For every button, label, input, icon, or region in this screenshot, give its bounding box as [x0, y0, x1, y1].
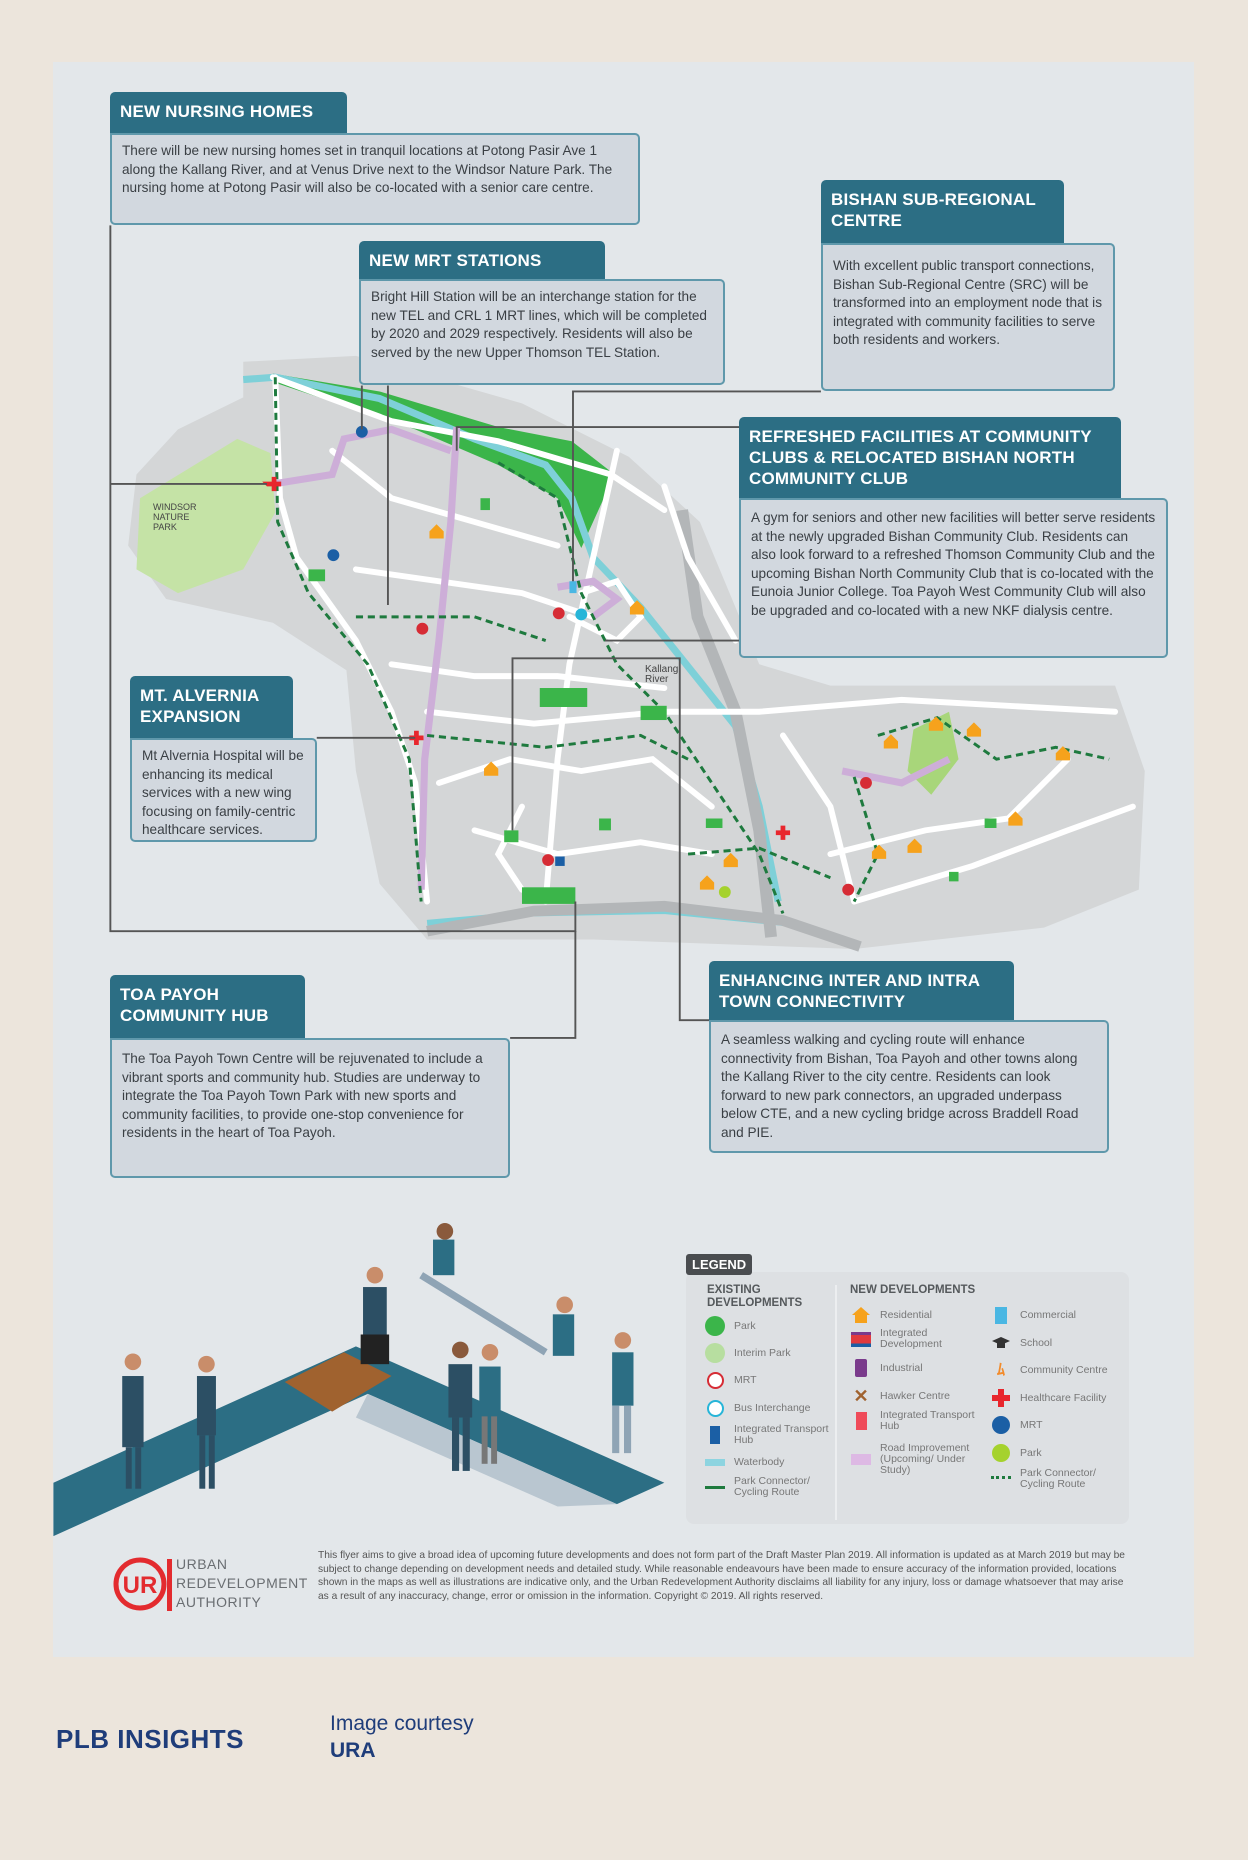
- legend-item-residential: Residential: [850, 1305, 980, 1325]
- callout-text-community-clubs: A gym for seniors and other new faciliti…: [739, 498, 1168, 658]
- transport-hub-icon: [704, 1425, 726, 1445]
- park-connector-line-icon: [704, 1477, 726, 1497]
- integrated-development-icon: [850, 1329, 872, 1349]
- waterbody-icon: [704, 1452, 726, 1472]
- callout-text-nursing-homes: There will be new nursing homes set in t…: [110, 133, 640, 225]
- callout-text-toa-payoh-hub: The Toa Payoh Town Centre will be rejuve…: [110, 1038, 510, 1178]
- legend-item-integrated-development: Integrated Development: [850, 1328, 980, 1350]
- legend-item-healthcare: Healthcare Facility: [990, 1388, 1120, 1408]
- legend-item-mrt: MRT: [704, 1370, 829, 1390]
- legend-title: LEGEND: [686, 1254, 753, 1275]
- plb-insights-logo: PLB INSIGHTS: [56, 1724, 245, 1754]
- callout-text-mt-alvernia: Mt Alvernia Hospital will be enhancing i…: [130, 738, 317, 842]
- legend-item-road-improvement: Road Improvement (Upcoming/ Under Study): [850, 1443, 980, 1476]
- legend-item-bus-interchange: Bus Interchange: [704, 1398, 829, 1418]
- red-cross-icon: [990, 1388, 1012, 1408]
- ura-logo-line: REDEVELOPMENT: [176, 1575, 308, 1591]
- legend-item-park: Park: [704, 1316, 829, 1336]
- map-label-windsor: WINDSOR NATURE PARK: [153, 502, 197, 532]
- courtesy-label: Image courtesy: [330, 1712, 474, 1735]
- dotted-line-icon: [990, 1469, 1012, 1489]
- disclaimer-text: This flyer aims to give a broad idea of …: [318, 1550, 1125, 1602]
- callout-title-bishan-src: BISHAN SUB-REGIONAL CENTRE: [821, 180, 1064, 243]
- legend-item-waterbody: Waterbody: [704, 1452, 829, 1472]
- road-improvement-icon: [850, 1450, 872, 1470]
- image-courtesy: Image courtesy URA: [330, 1710, 474, 1764]
- legend-item-school: School: [990, 1333, 1120, 1353]
- park-icon: [704, 1316, 726, 1336]
- legend-item-park-connector: Park Connector/ Cycling Route: [704, 1476, 829, 1498]
- transport-hub-icon: [850, 1411, 872, 1431]
- ura-emblem-icon: UR: [113, 1557, 172, 1611]
- callout-text-bishan-src: With excellent public transport connecti…: [821, 243, 1115, 391]
- legend-item-hawker-centre: ✕Hawker Centre: [850, 1386, 980, 1406]
- house-icon: [850, 1305, 872, 1325]
- callout-title-nursing-homes: NEW NURSING HOMES: [110, 92, 347, 133]
- legend-item-industrial: Industrial: [850, 1358, 980, 1378]
- legend-panel: [686, 1272, 1129, 1524]
- legend-item-new-park: Park: [990, 1443, 1120, 1463]
- tree-icon: [990, 1443, 1012, 1463]
- svg-text:UR: UR: [123, 1572, 158, 1599]
- legend-existing-heading: EXISTING DEVELOPMENTS: [707, 1284, 803, 1309]
- building-icon: [990, 1305, 1012, 1325]
- legend-item-integrated-transport-hub: Integrated Transport Hub: [704, 1424, 829, 1446]
- bus-interchange-icon: [704, 1398, 726, 1418]
- legend-item-interim-park: Interim Park: [704, 1343, 829, 1363]
- legend-item-commercial: Commercial: [990, 1305, 1120, 1325]
- industrial-icon: [850, 1358, 872, 1378]
- callout-title-mt-alvernia: MT. ALVERNIA EXPANSION: [130, 676, 293, 738]
- legend-divider: [835, 1285, 837, 1520]
- callout-title-toa-payoh-hub: TOA PAYOH COMMUNITY HUB: [110, 975, 305, 1038]
- callout-title-mrt-stations: NEW MRT STATIONS: [359, 241, 605, 279]
- graduation-cap-icon: [990, 1333, 1012, 1353]
- ura-logo-line: AUTHORITY: [176, 1594, 262, 1610]
- family-icon: ﾑ: [996, 1361, 1005, 1379]
- ura-logo-line: URBAN: [176, 1556, 228, 1572]
- callout-text-connectivity: A seamless walking and cycling route wil…: [709, 1020, 1109, 1153]
- mrt-icon: [990, 1415, 1012, 1435]
- interim-park-icon: [704, 1343, 726, 1363]
- legend-item-new-park-connector: Park Connector/ Cycling Route: [990, 1468, 1120, 1490]
- map-label-kallang-river: Kallang River: [645, 664, 679, 685]
- callout-text-mrt-stations: Bright Hill Station will be an interchan…: [359, 279, 725, 385]
- utensils-icon: ✕: [853, 1385, 869, 1406]
- legend-item-new-mrt: MRT: [990, 1415, 1120, 1435]
- legend-new-heading: NEW DEVELOPMENTS: [850, 1284, 976, 1296]
- callout-title-connectivity: ENHANCING INTER AND INTRA TOWN CONNECTIV…: [709, 961, 1014, 1020]
- mrt-icon: [704, 1370, 726, 1390]
- courtesy-source: URA: [330, 1739, 376, 1762]
- callout-title-community-clubs: REFRESHED FACILITIES AT COMMUNITY CLUBS …: [739, 417, 1121, 498]
- legend-item-new-transport-hub: Integrated Transport Hub: [850, 1410, 980, 1432]
